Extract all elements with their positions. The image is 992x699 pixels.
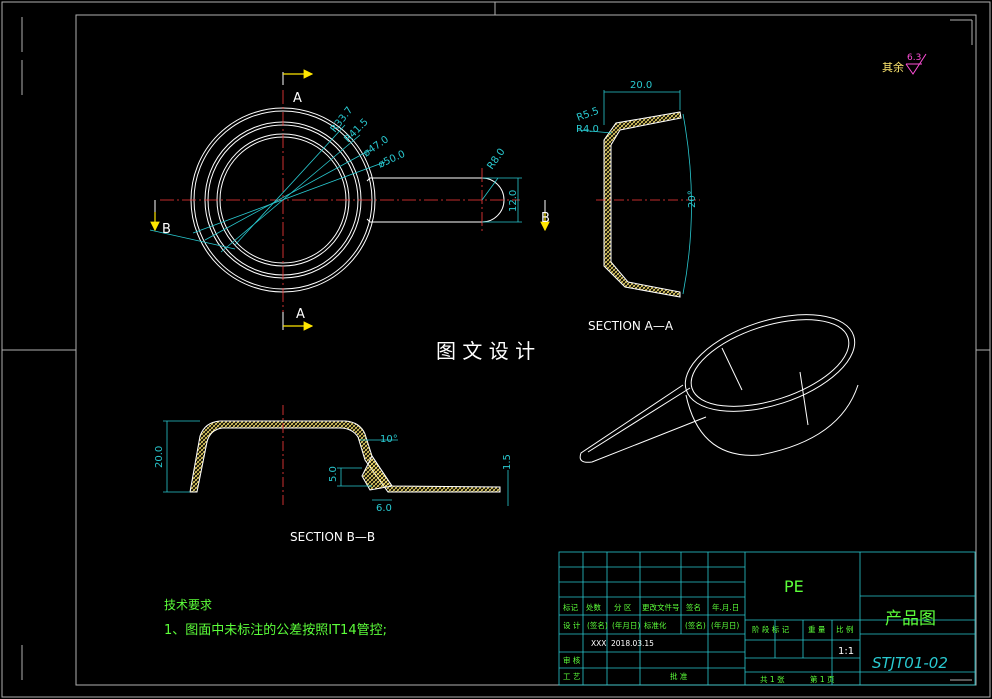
section-bb-title: SECTION B—B bbox=[290, 530, 375, 544]
dim-aa-angle: 20° bbox=[687, 190, 698, 208]
tb-drawing-number: STJT01-02 bbox=[872, 654, 948, 672]
section-mark-b-left: B bbox=[162, 222, 171, 237]
roughness-label: 其余 bbox=[882, 60, 904, 74]
tb-date2: (年月日) bbox=[711, 620, 739, 630]
tb-count: 处数 bbox=[586, 602, 601, 612]
tb-weight: 重 量 bbox=[808, 625, 826, 634]
tb-designer: XXX bbox=[591, 639, 606, 648]
section-aa-view: 20.0 R5.5 R4.0 20° SECTION A—A bbox=[575, 80, 700, 333]
tb-mark: 标记 bbox=[563, 602, 578, 612]
dim-bb-height: 20.0 bbox=[154, 446, 165, 468]
dim-bb-thickness: 1.5 bbox=[502, 454, 513, 470]
dim-d50: ø50.0 bbox=[377, 149, 407, 171]
roughness-value: 6.3 bbox=[907, 53, 921, 63]
section-mark-a-top: A bbox=[293, 91, 302, 106]
tech-heading: 技术要求 bbox=[164, 598, 212, 612]
technical-requirements: 技术要求 1、图面中未标注的公差按照IT14管控; bbox=[164, 598, 387, 638]
tb-standardize: 标准化 bbox=[644, 620, 667, 630]
roughness-symbol: 其余 6.3 bbox=[882, 53, 927, 75]
section-mark-b-right: B bbox=[541, 211, 550, 226]
dim-r5: R5.5 bbox=[575, 106, 600, 124]
tb-zone: 分 区 bbox=[614, 603, 632, 612]
tb-total-sheets: 共 1 张 bbox=[760, 675, 785, 684]
tb-date: 年.月.日 bbox=[712, 602, 739, 612]
title-block: 标记 处数 分 区 更改文件号 签名 年.月.日 设 计 (签名) (年月日) … bbox=[558, 551, 976, 686]
dim-bb-offset: 6.0 bbox=[376, 503, 392, 514]
tech-item-1: 1、图面中未标注的公差按照IT14管控; bbox=[164, 622, 387, 638]
tb-title: 产品图 bbox=[885, 609, 936, 629]
tb-review: 审 核 bbox=[563, 655, 581, 665]
tb-scale-label: 比 例 bbox=[836, 624, 853, 634]
tb-stage: 阶 段 标 记 bbox=[752, 624, 790, 634]
dim-r8: R8.0 bbox=[485, 147, 507, 172]
dim-r4: R4.0 bbox=[576, 124, 599, 135]
isometric-view bbox=[579, 314, 859, 463]
section-mark-a-bottom: A bbox=[296, 307, 305, 322]
tb-sheet-no: 第 1 页 bbox=[810, 674, 835, 684]
tb-change-doc: 更改文件号 bbox=[642, 602, 680, 612]
dim-bb-angle: 10° bbox=[380, 434, 398, 445]
section-aa-title: SECTION A—A bbox=[588, 319, 674, 333]
tb-sign: (签名) bbox=[587, 620, 608, 630]
tb-approve: 批 准 bbox=[670, 671, 688, 681]
dim-aa-width: 20.0 bbox=[630, 80, 652, 91]
tb-scale: 1:1 bbox=[838, 646, 854, 657]
plan-view: R33.7 R41.5 ø47.0 ø50.0 R8.0 12.0 A A B … bbox=[149, 69, 550, 331]
tb-material: PE bbox=[784, 577, 804, 596]
tb-signature: 签名 bbox=[686, 602, 701, 612]
tb-sign2: (签名) bbox=[685, 620, 706, 630]
tb-date-a: (年月日) bbox=[612, 620, 640, 630]
tb-design: 设 计 bbox=[563, 620, 581, 630]
watermark-text: 图 文 设 计 bbox=[436, 339, 535, 363]
tb-design-date: 2018.03.15 bbox=[611, 639, 654, 648]
tb-process: 工 艺 bbox=[563, 672, 580, 681]
dim-w12: 12.0 bbox=[508, 190, 519, 212]
section-bb-view: 20.0 10° 5.0 6.0 1.5 SECTION B—B bbox=[154, 405, 513, 544]
dim-bb-step: 5.0 bbox=[328, 466, 339, 482]
